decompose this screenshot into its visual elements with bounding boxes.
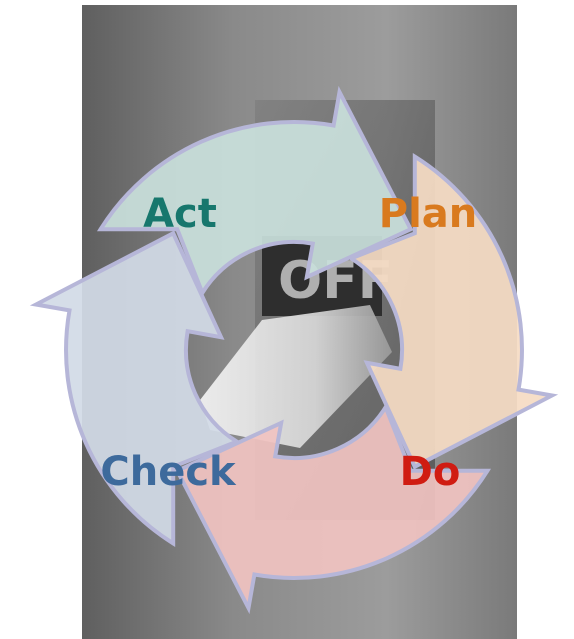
check-label: Check — [100, 449, 237, 495]
do-arrow — [174, 402, 492, 615]
act-arrow — [96, 85, 414, 298]
do-label: Do — [400, 449, 461, 495]
plan-label: Plan — [379, 191, 478, 237]
cycle-labels: Plan Do Check Act — [100, 191, 477, 495]
check-arrow — [29, 230, 242, 548]
act-label: Act — [143, 191, 217, 237]
switch-lever — [200, 305, 392, 448]
plan-arrow — [346, 152, 559, 470]
cycle-arrows — [29, 85, 559, 615]
